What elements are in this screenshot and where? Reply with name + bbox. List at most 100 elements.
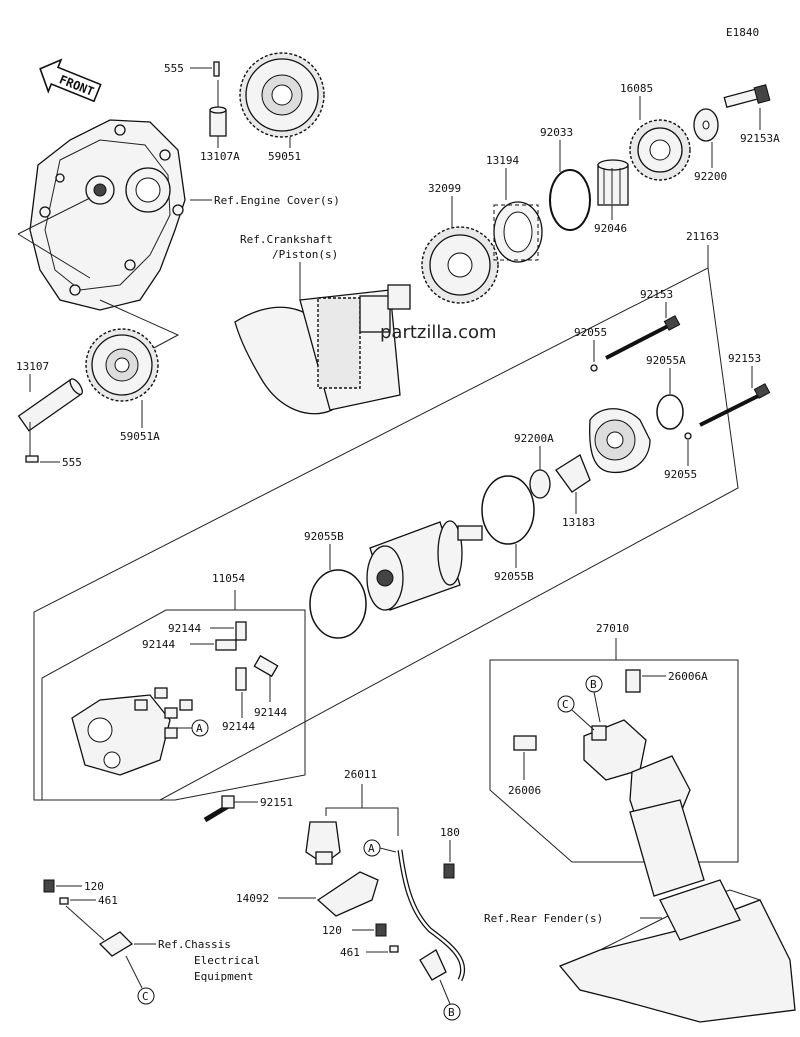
label-crankshaft-1: Ref.Crankshaft — [240, 233, 333, 246]
cable-26011 — [397, 849, 466, 982]
label-26006A: 26006A — [668, 670, 708, 683]
oring-92055B-left — [309, 569, 367, 639]
label-92055-left: 92055 — [574, 326, 607, 339]
label-92055B-right: 92055B — [494, 570, 534, 583]
fuse-26006 — [513, 735, 537, 751]
crankshaft — [234, 284, 411, 415]
spring-92144-c — [235, 667, 247, 691]
label-92046: 92046 — [594, 222, 627, 235]
label-92153A: 92153A — [740, 132, 780, 145]
label-555-top: 555 — [164, 62, 184, 75]
label-461-middle: 461 — [340, 946, 360, 959]
shaft-13107A — [209, 106, 227, 137]
clutch-13194 — [493, 201, 543, 263]
label-engine-cover: Ref.Engine Cover(s) — [214, 194, 340, 207]
relay-27010 — [583, 719, 647, 781]
washer-92200A — [529, 469, 551, 499]
label-92055A: 92055A — [646, 354, 686, 367]
label-chassis-3: Equipment — [194, 970, 254, 983]
ref-C-relay-label: C — [562, 698, 569, 711]
bolt-120-left — [43, 879, 55, 893]
fuse-26006A — [625, 669, 641, 693]
spring-92144-a — [235, 621, 247, 641]
label-461-left: 461 — [98, 894, 118, 907]
snap-ring-92033 — [549, 169, 591, 231]
spring-92144-b — [215, 639, 237, 651]
relay-cover — [629, 755, 705, 897]
label-32099: 32099 — [428, 182, 461, 195]
label-92153-upper: 92153 — [640, 288, 673, 301]
spring-92144-d — [253, 654, 279, 678]
label-92153-lower: 92153 — [728, 352, 761, 365]
label-92144-b: 92144 — [142, 638, 175, 651]
label-92144-c: 92144 — [222, 720, 255, 733]
bolt-120-middle — [375, 923, 387, 937]
label-crankshaft-2: /Piston(s) — [272, 248, 338, 261]
front-arrow: FRONT — [39, 58, 102, 103]
label-59051A: 59051A — [120, 430, 160, 443]
label-92144-d: 92144 — [254, 706, 287, 719]
plate-13183 — [555, 454, 591, 493]
label-555-bottom: 555 — [62, 456, 82, 469]
pin-555-top — [213, 61, 220, 77]
gear-32099 — [421, 226, 499, 304]
gear-59051 — [239, 52, 325, 138]
label-13194: 13194 — [486, 154, 519, 167]
cable-terminal — [419, 949, 447, 981]
label-92144-a: 92144 — [168, 622, 201, 635]
oring-92055-right — [684, 432, 692, 440]
ref-B-relay-label: B — [590, 678, 597, 691]
engine-cover — [29, 119, 186, 311]
label-59051: 59051 — [268, 150, 301, 163]
label-14092: 14092 — [236, 892, 269, 905]
label-13183: 13183 — [562, 516, 595, 529]
label-92200A: 92200A — [514, 432, 554, 445]
washer-461-middle — [389, 945, 399, 953]
watermark: partzilla.com — [380, 322, 497, 343]
gear-16085 — [629, 119, 691, 181]
brush-holder — [71, 687, 193, 776]
label-120-middle: 120 — [322, 924, 342, 937]
label-92055-right: 92055 — [664, 468, 697, 481]
cable-cap-26011 — [305, 821, 341, 865]
assembly-outline-11054 — [41, 590, 306, 801]
label-13107A: 13107A — [200, 150, 240, 163]
label-11054: 11054 — [212, 572, 245, 585]
washer-92200 — [693, 108, 719, 142]
label-92200: 92200 — [694, 170, 727, 183]
label-92151: 92151 — [260, 796, 293, 809]
oring-92055B-right — [481, 475, 535, 545]
bolt-92153A — [723, 84, 771, 109]
bearing-92046 — [597, 159, 629, 206]
label-16085: 16085 — [620, 82, 653, 95]
label-26006: 26006 — [508, 784, 541, 797]
ref-B-cable-label: B — [448, 1006, 455, 1019]
diagram-id: E1840 — [726, 26, 759, 39]
ref-B-cable — [443, 1003, 461, 1021]
shaft-13107 — [17, 378, 83, 432]
label-26011: 26011 — [344, 768, 377, 781]
label-21163: 21163 — [686, 230, 719, 243]
ref-C-chassis — [137, 987, 155, 1005]
bolt-92151 — [203, 795, 235, 823]
washer-461-left — [59, 897, 69, 905]
label-180: 180 — [440, 826, 460, 839]
pin-555-bottom — [25, 455, 39, 463]
ref-C-chassis-label: C — [142, 990, 149, 1003]
bolt-180 — [443, 863, 455, 879]
oring-92055-left — [590, 364, 598, 372]
ref-A-brush-label: A — [196, 722, 203, 735]
starter-end-cover — [589, 408, 651, 474]
starter-motor — [366, 520, 483, 611]
label-92055B-left: 92055B — [304, 530, 344, 543]
label-13107: 13107 — [16, 360, 49, 373]
bolt-92153-upper — [605, 315, 681, 360]
label-92033: 92033 — [540, 126, 573, 139]
ref-A-cable-label: A — [368, 842, 375, 855]
bolt-92153-lower — [699, 383, 771, 427]
ref-C-relay — [557, 695, 575, 713]
assembly-outline-21163 — [33, 245, 739, 801]
gear-59051A — [85, 328, 159, 402]
